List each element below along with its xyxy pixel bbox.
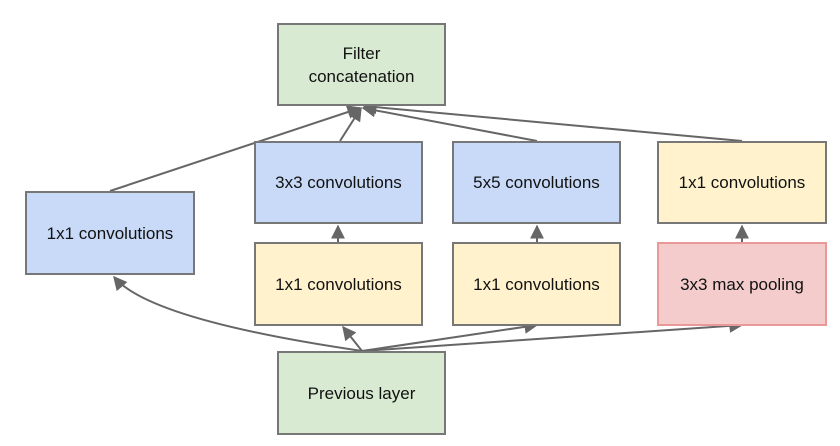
conv1x1-pool-proj-label: 1x1 convolutions bbox=[678, 173, 806, 192]
conv3x3-node: 3x3 convolutions bbox=[254, 141, 423, 224]
conv1x1-branch1-label: 1x1 convolutions bbox=[46, 223, 174, 243]
filter-concatenation-label-line2: concatenation bbox=[308, 66, 415, 86]
edge-conv5x5-to-concat bbox=[361, 103, 538, 142]
maxpool3x3-node: 3x3 max pooling bbox=[657, 242, 827, 326]
edge-conv1x1-d-to-concat bbox=[362, 100, 743, 142]
conv1x1-pool-proj-node: 1x1 convolutions bbox=[657, 141, 827, 224]
conv1x1-reduce-3x3-node: 1x1 convolutions bbox=[254, 242, 423, 326]
edge-prev-to-maxpool bbox=[361, 318, 744, 352]
edge-prev-to-conv1x1-b bbox=[342, 325, 363, 352]
conv1x1-reduce-5x5-label: 1x1 convolutions bbox=[473, 274, 600, 294]
conv5x5-label: 5x5 convolutions bbox=[473, 173, 600, 192]
conv3x3-label: 3x3 convolutions bbox=[275, 173, 402, 192]
filter-concatenation-node: Filter concatenation bbox=[277, 23, 446, 106]
conv1x1-reduce-5x5-node: 1x1 convolutions bbox=[452, 242, 621, 326]
maxpool3x3-label: 3x3 max pooling bbox=[680, 274, 804, 294]
conv1x1-reduce-3x3-label: 1x1 convolutions bbox=[275, 274, 402, 294]
edge-prev-to-conv1x1-c bbox=[361, 319, 539, 352]
edge-conv1x1-a-to-concat bbox=[109, 105, 362, 192]
conv5x5-node: 5x5 convolutions bbox=[452, 141, 621, 224]
filter-concatenation-label-line1: Filter bbox=[342, 43, 381, 63]
edge-conv3x3-to-concat bbox=[339, 106, 362, 142]
conv1x1-branch1-node: 1x1 convolutions bbox=[25, 191, 195, 275]
previous-layer-label: Previous layer bbox=[307, 383, 416, 403]
previous-layer-node: Previous layer bbox=[277, 351, 446, 435]
edge-prev-to-conv1x1-a bbox=[113, 275, 363, 352]
